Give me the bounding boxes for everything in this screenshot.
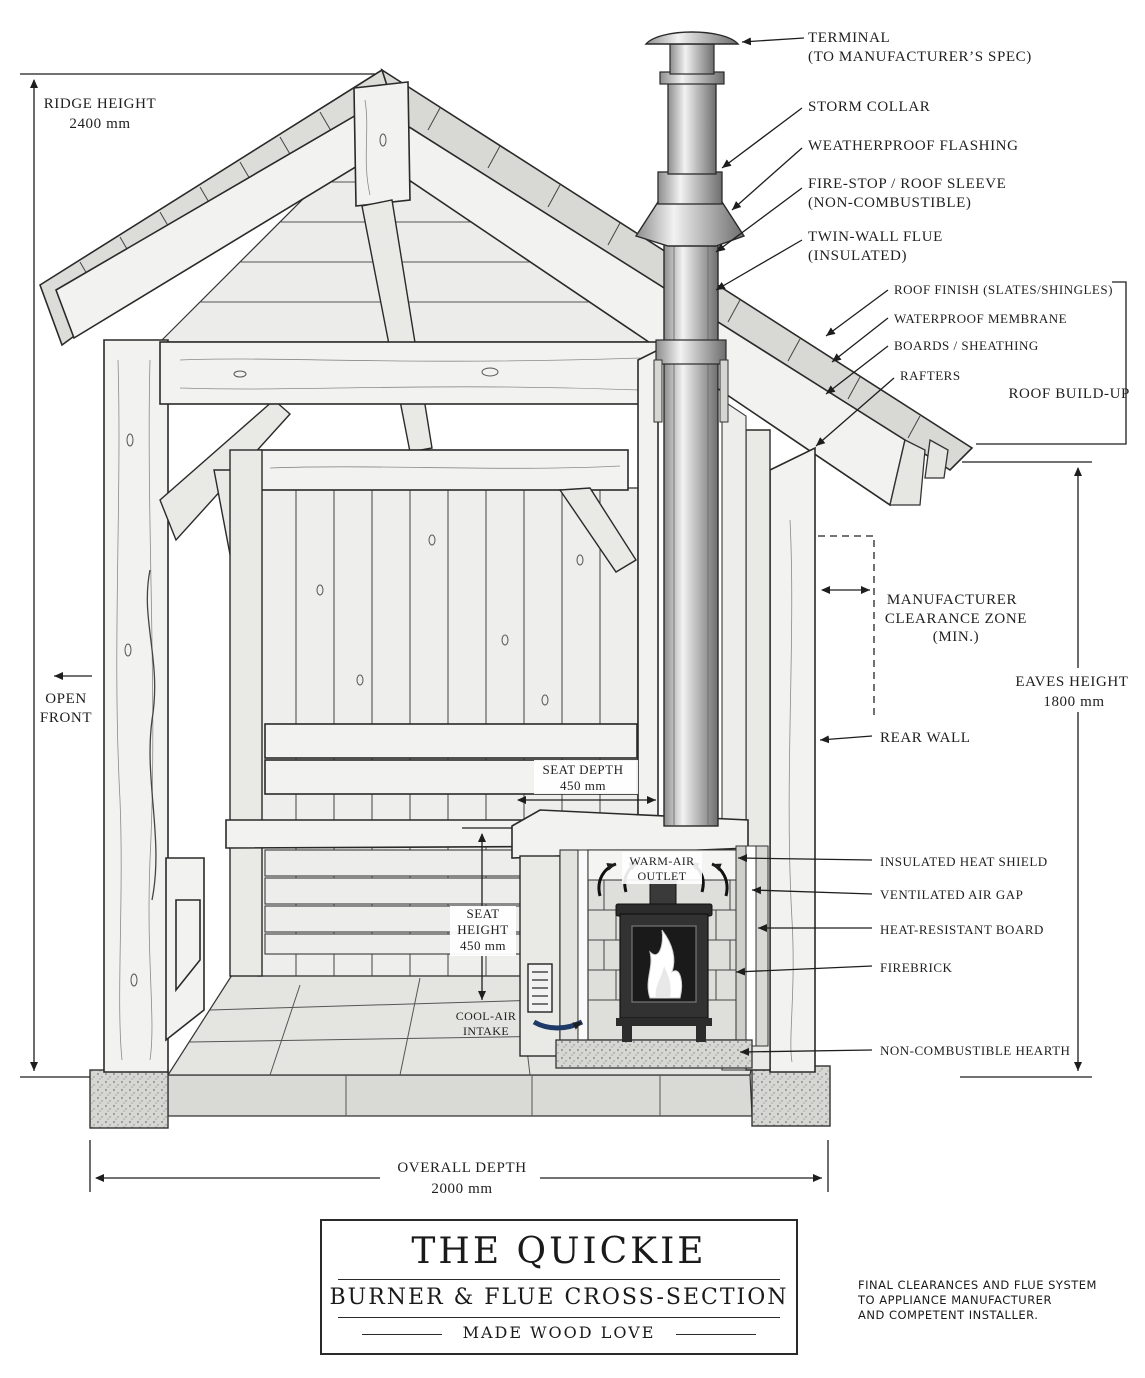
cool-air-line2: INTAKE bbox=[463, 1024, 509, 1038]
terminal-cap bbox=[644, 31, 740, 75]
seat-height-bg bbox=[450, 906, 516, 956]
right-brace bbox=[558, 487, 637, 573]
terminal-leader bbox=[741, 37, 805, 46]
ridge-height-label: RIDGE HEIGHT bbox=[44, 96, 157, 112]
eaves-height-value: 1800 mm bbox=[1043, 694, 1104, 710]
heat-shield-layers bbox=[735, 845, 769, 1047]
seat-height-dimension bbox=[462, 827, 512, 1000]
cool-air-arrow bbox=[532, 1019, 584, 1031]
ridge-dimension bbox=[20, 73, 375, 1078]
hearth bbox=[555, 1039, 753, 1069]
seat-height-value: 450 mm bbox=[460, 938, 506, 953]
rear-wall-leader bbox=[819, 735, 873, 744]
eaves-height-label: EAVES HEIGHT bbox=[1015, 674, 1128, 690]
cool-air-line1: COOL-AIR bbox=[456, 1009, 517, 1023]
note-line2: TO APPLIANCE MANUFACTURER bbox=[858, 1293, 1052, 1307]
storm-collar-label: STORM COLLAR bbox=[808, 99, 930, 115]
title-main: THE QUICKIE bbox=[411, 1231, 707, 1272]
eaves-dimension bbox=[960, 461, 1092, 1078]
ventilated-air-gap-label: VENTILATED AIR GAP bbox=[880, 887, 1023, 902]
roof-finish-leader bbox=[825, 289, 889, 337]
twin-wall-line1: TWIN-WALL FLUE bbox=[808, 229, 943, 245]
seat-depth-label: SEAT DEPTH bbox=[543, 762, 624, 777]
rear-wall-label: REAR WALL bbox=[880, 730, 971, 746]
non-combustible-hearth-label: NON-COMBUSTIBLE HEARTH bbox=[880, 1043, 1070, 1058]
eaves-label-bg bbox=[1008, 668, 1138, 712]
stove bbox=[615, 879, 713, 1042]
boards-sheathing-label: BOARDS / SHEATHING bbox=[894, 338, 1039, 353]
overall-depth-label: OVERALL DEPTH bbox=[397, 1160, 526, 1176]
fire-stop-leader bbox=[715, 187, 803, 253]
front-post bbox=[103, 339, 169, 1073]
waterproof-membrane-label: WATERPROOF MEMBRANE bbox=[894, 311, 1067, 326]
title-subtitle: BURNER & FLUE CROSS-SECTION bbox=[329, 1285, 789, 1310]
roof-buildup-bracket bbox=[976, 281, 1127, 445]
brand-rule-left bbox=[362, 1334, 442, 1335]
rafters-label: RAFTERS bbox=[900, 368, 961, 383]
brand-name: MADE WOOD LOVE bbox=[462, 1323, 656, 1342]
fire-stop-line2: (NON-COMBUSTIBLE) bbox=[808, 195, 972, 211]
title-rule-bottom bbox=[338, 1317, 780, 1318]
clearance-line2: CLEARANCE ZONE bbox=[885, 611, 1027, 627]
heat-shield-leader bbox=[737, 854, 873, 863]
ridge-height-value: 2400 mm bbox=[69, 116, 130, 132]
twin-wall-leader bbox=[715, 239, 803, 291]
twin-wall-line2: (INSULATED) bbox=[808, 248, 907, 264]
insulated-heat-shield-label: INSULATED HEAT SHIELD bbox=[880, 854, 1048, 869]
terminal-line1: TERMINAL bbox=[808, 30, 890, 46]
note-line3: AND COMPETENT INSTALLER. bbox=[858, 1308, 1039, 1322]
seat-depth-value: 450 mm bbox=[560, 778, 606, 793]
boards-leader bbox=[825, 345, 889, 395]
left-foundation-block bbox=[89, 1069, 169, 1129]
clearance-zone-outline bbox=[818, 535, 875, 718]
clearance-line3: (MIN.) bbox=[933, 629, 980, 645]
weatherproof-flashing-label: WEATHERPROOF FLASHING bbox=[808, 138, 1019, 154]
upper-flue bbox=[659, 71, 725, 175]
membrane-leader bbox=[831, 317, 889, 363]
rafters-leader bbox=[815, 377, 895, 447]
roof-finish-label: ROOF FINISH (SLATES/SHINGLES) bbox=[894, 282, 1113, 297]
firebrick-leader bbox=[735, 965, 873, 976]
storm-collar-leader bbox=[721, 107, 803, 169]
firebrick-label: FIREBRICK bbox=[880, 960, 953, 975]
warm-air-label-bg bbox=[622, 852, 702, 884]
roof-buildup-label: ROOF BUILD-UP bbox=[1008, 386, 1130, 402]
flashing-and-collar bbox=[634, 171, 746, 247]
title-block: THE QUICKIE BURNER & FLUE CROSS-SECTION … bbox=[320, 1219, 798, 1355]
installer-note: FINAL CLEARANCES AND FLUE SYSTEM TO APPL… bbox=[858, 1278, 1128, 1323]
twin-wall-flue bbox=[653, 241, 729, 827]
seat-height-line2: HEIGHT bbox=[457, 922, 508, 937]
open-front-line2: FRONT bbox=[40, 710, 92, 726]
open-front-line1: OPEN bbox=[45, 691, 87, 707]
note-line1: FINAL CLEARANCES AND FLUE SYSTEM bbox=[858, 1278, 1097, 1292]
fire-stop-line1: FIRE-STOP / ROOF SLEEVE bbox=[808, 176, 1006, 192]
warm-air-line2: OUTLET bbox=[637, 869, 686, 883]
warm-air-line1: WARM-AIR bbox=[629, 854, 694, 868]
inner-left-post bbox=[229, 449, 263, 977]
hearth-leader bbox=[739, 1047, 873, 1056]
back-rail bbox=[257, 449, 629, 491]
brand-rule-right bbox=[676, 1334, 756, 1335]
overall-depth-value: 2000 mm bbox=[431, 1181, 492, 1197]
tie-beam bbox=[159, 341, 659, 405]
clearance-line1: MANUFACTURER bbox=[887, 592, 1017, 608]
seat-height-line1: SEAT bbox=[466, 906, 499, 921]
seat-depth-bg bbox=[534, 760, 638, 794]
heat-resistant-board-label: HEAT-RESISTANT BOARD bbox=[880, 922, 1044, 937]
flashing-leader bbox=[731, 147, 803, 211]
right-foundation-block bbox=[751, 1065, 831, 1127]
terminal-line2: (TO MANUFACTURER’S SPEC) bbox=[808, 49, 1032, 65]
title-rule-top bbox=[338, 1279, 780, 1280]
cool-air-vent bbox=[527, 963, 553, 1013]
depth-label-bg bbox=[380, 1156, 540, 1198]
air-gap-leader bbox=[751, 886, 873, 895]
